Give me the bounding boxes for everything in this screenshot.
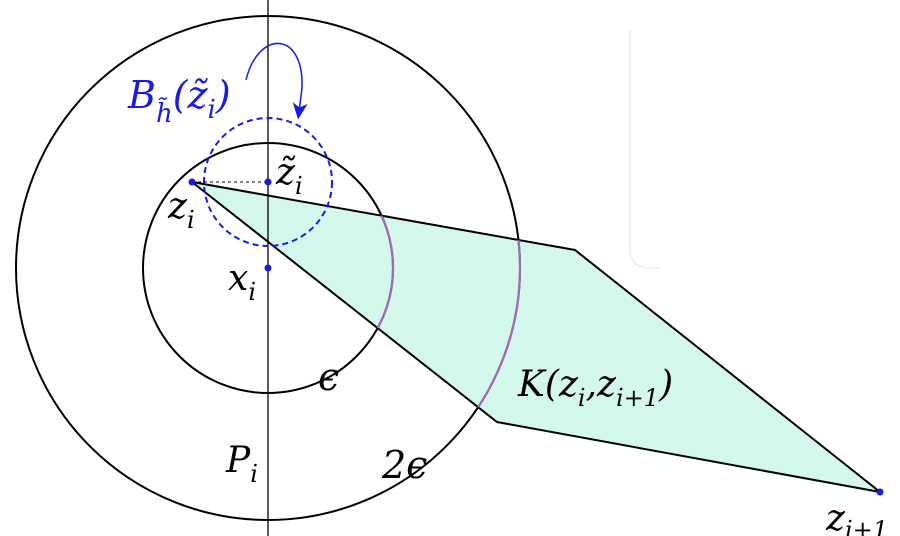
- z-tilde-letter: z̃: [275, 152, 296, 193]
- p-i-label: Pi: [225, 440, 258, 488]
- z-tilde-label: z̃i: [275, 152, 303, 200]
- point-z-tilde-i: [264, 178, 272, 186]
- k-sub2: i+1: [616, 384, 659, 412]
- x-i-label: xi: [228, 258, 256, 306]
- ball-label-arg: (z̃: [173, 73, 209, 117]
- ball-label: Bh̃(z̃i): [127, 73, 231, 129]
- ball-label-sub: h̃: [156, 97, 173, 129]
- p-i-letter: P: [225, 440, 251, 481]
- region-k-label: K(zi,zi+1): [517, 364, 673, 412]
- k-sub1: i: [578, 384, 586, 412]
- point-x-i: [264, 264, 272, 272]
- point-z-i-plus-1: [876, 488, 884, 496]
- two-epsilon-label: 2ϵ: [381, 443, 427, 487]
- z-next-sub: i+1: [845, 516, 888, 536]
- ball-label-b: B: [127, 73, 156, 117]
- z-i-letter: z: [167, 186, 188, 227]
- epsilon-label: ϵ: [318, 355, 339, 399]
- region-k: [191, 181, 881, 493]
- k-comma: ,z: [586, 364, 617, 405]
- z-next-letter: z: [825, 498, 846, 536]
- curved-arrow: [245, 42, 308, 120]
- ball-label-arg-sub: i: [208, 95, 216, 125]
- z-i-label: zi: [167, 186, 195, 234]
- x-i-letter: x: [228, 258, 248, 299]
- p-i-sub: i: [250, 460, 258, 488]
- z-next-label: zi+1: [825, 498, 888, 536]
- ball-label-close: ): [215, 73, 231, 117]
- x-i-sub: i: [248, 278, 256, 306]
- k-open: K(z: [517, 364, 579, 405]
- overlap-arc-outer: [192, 182, 522, 492]
- z-tilde-sub: i: [295, 172, 303, 200]
- faint-frame: [629, 30, 660, 269]
- point-z-i: [188, 178, 196, 186]
- k-close: ): [658, 364, 673, 405]
- z-i-sub: i: [187, 206, 195, 234]
